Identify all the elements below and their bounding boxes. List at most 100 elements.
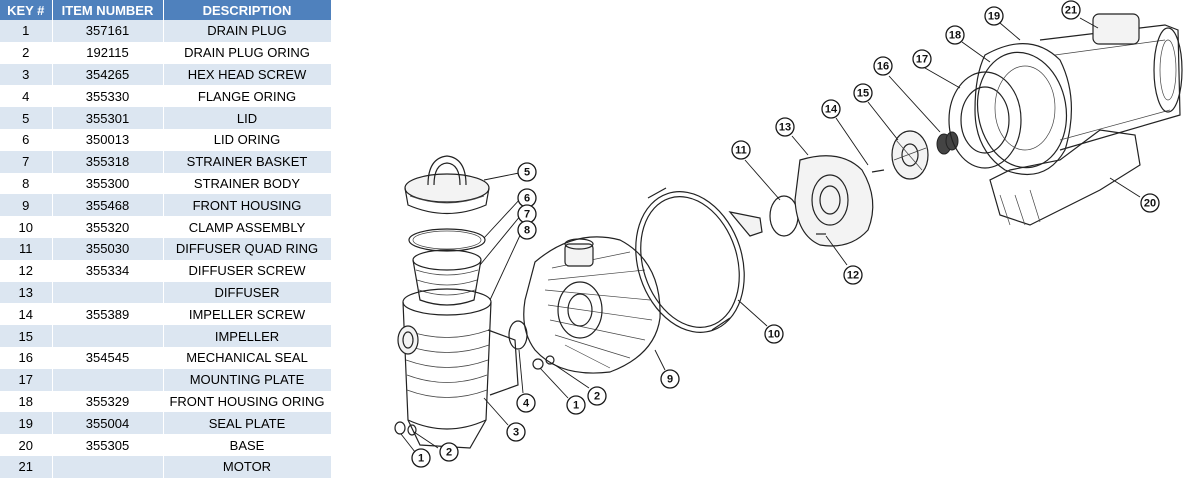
description-cell: STRAINER BASKET [163,150,332,173]
key-cell: 13 [0,281,53,304]
item-number-cell: 355330 [52,85,164,108]
key-cell: 10 [0,216,53,238]
item-number-cell: 350013 [52,128,164,151]
callout-9: 9 [660,369,680,389]
callout-12: 12 [843,265,863,285]
svg-text:12: 12 [847,270,859,282]
item-number-cell: 354265 [52,63,164,86]
description-cell: MOUNTING PLATE [163,368,332,391]
leader-lines [400,17,1141,453]
key-cell: 16 [0,346,53,369]
description-cell: HEX HEAD SCREW [163,63,332,86]
header-key: KEY # [0,0,53,20]
mechanical-seal-part [936,131,959,155]
table-row: 15 IMPELLER [0,325,332,347]
pump-drawing [394,13,1183,449]
callout-1: 1 [566,395,586,415]
svg-text:14: 14 [825,104,838,116]
description-cell: DIFFUSER [163,281,332,304]
item-number-cell: 357161 [52,20,164,42]
svg-text:3: 3 [513,427,519,439]
item-number-cell: 355329 [52,390,164,413]
key-cell: 12 [0,259,53,282]
description-cell: DIFFUSER QUAD RING [163,237,332,260]
key-cell: 17 [0,368,53,391]
svg-text:20: 20 [1144,198,1156,210]
svg-text:8: 8 [524,225,530,237]
item-number-cell: 355389 [52,303,164,326]
callout-6: 6 [517,188,537,208]
callout-10: 10 [764,324,784,344]
key-cell: 15 [0,325,53,347]
description-cell: DRAIN PLUG [163,20,332,42]
callout-8: 8 [517,220,537,240]
item-number-cell: 354545 [52,346,164,369]
table-row: 17 MOUNTING PLATE [0,368,332,391]
description-cell: IMPELLER [163,325,332,347]
description-cell: DRAIN PLUG ORING [163,41,332,64]
description-cell: MOTOR [163,455,332,478]
svg-text:21: 21 [1065,5,1077,17]
header-description: DESCRIPTION [163,0,332,20]
description-cell: BASE [163,434,332,456]
callout-18: 18 [945,25,965,45]
key-cell: 1 [0,20,53,42]
svg-text:1: 1 [573,400,579,412]
callout-21: 21 [1061,0,1081,20]
item-number-cell: 355301 [52,107,164,129]
description-cell: FRONT HOUSING ORING [163,390,332,413]
item-number-cell [52,455,164,478]
svg-text:19: 19 [988,11,1000,23]
key-cell: 20 [0,434,53,456]
key-cell: 2 [0,41,53,64]
key-cell: 6 [0,128,53,151]
description-cell: IMPELLER SCREW [163,303,332,326]
table-header-row: KEY # ITEM NUMBER DESCRIPTION [0,0,332,20]
svg-text:9: 9 [667,374,673,386]
diffuser-quad-ring-part [769,195,799,237]
key-cell: 21 [0,455,53,478]
table-row: 13 DIFFUSER [0,281,332,304]
svg-text:1: 1 [418,453,424,465]
svg-text:11: 11 [735,145,747,157]
key-cell: 8 [0,172,53,195]
callout-17: 17 [912,49,932,69]
item-number-cell: 355334 [52,259,164,282]
callout-20: 20 [1140,193,1160,213]
callout-4: 4 [516,393,536,413]
callout-13: 13 [775,117,795,137]
callout-16: 16 [873,56,893,76]
description-cell: DIFFUSER SCREW [163,259,332,282]
description-cell: MECHANICAL SEAL [163,346,332,369]
callout-5: 5 [517,162,537,182]
svg-text:7: 7 [524,209,530,221]
callout-15: 15 [853,83,873,103]
svg-text:13: 13 [779,122,791,134]
description-cell: CLAMP ASSEMBLY [163,216,332,238]
item-number-cell: 355305 [52,434,164,456]
callout-14: 14 [821,99,841,119]
svg-text:4: 4 [523,398,530,410]
lid-part [404,155,490,215]
diffuser-part [794,155,874,247]
description-cell: SEAL PLATE [163,412,332,435]
description-cell: STRAINER BODY [163,172,332,195]
seal-plate-part [974,43,1072,176]
callout-3: 3 [506,422,526,442]
svg-text:17: 17 [916,54,928,66]
callout-19: 19 [984,6,1004,26]
svg-text:18: 18 [949,30,961,42]
